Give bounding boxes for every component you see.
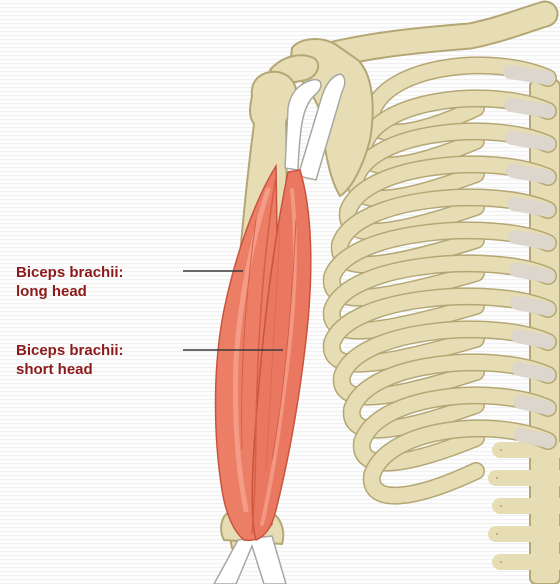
costal-cartilage: [514, 204, 548, 210]
costal-cartilage: [518, 336, 548, 342]
costal-cartilage: [520, 402, 548, 408]
costal-cartilage: [515, 237, 548, 243]
costal-cartilage: [519, 369, 548, 375]
costal-cartilage: [513, 171, 548, 177]
costal-cartilage: [512, 138, 548, 144]
costal-cartilage: [517, 303, 548, 309]
label-long-head-line2: long head: [16, 282, 124, 301]
costal-cartilage: [510, 72, 548, 78]
label-short-head-line2: short head: [16, 360, 124, 379]
label-short-head-line1: Biceps brachii:: [16, 341, 124, 360]
costal-cartilage: [516, 270, 548, 276]
label-long-head: Biceps brachii: long head: [16, 263, 124, 301]
label-short-head: Biceps brachii: short head: [16, 341, 124, 379]
costal-cartilage: [521, 435, 548, 441]
costal-cartilage: [511, 105, 548, 111]
label-long-head-line1: Biceps brachii:: [16, 263, 124, 282]
biceps-brachii-muscle: [216, 166, 311, 540]
